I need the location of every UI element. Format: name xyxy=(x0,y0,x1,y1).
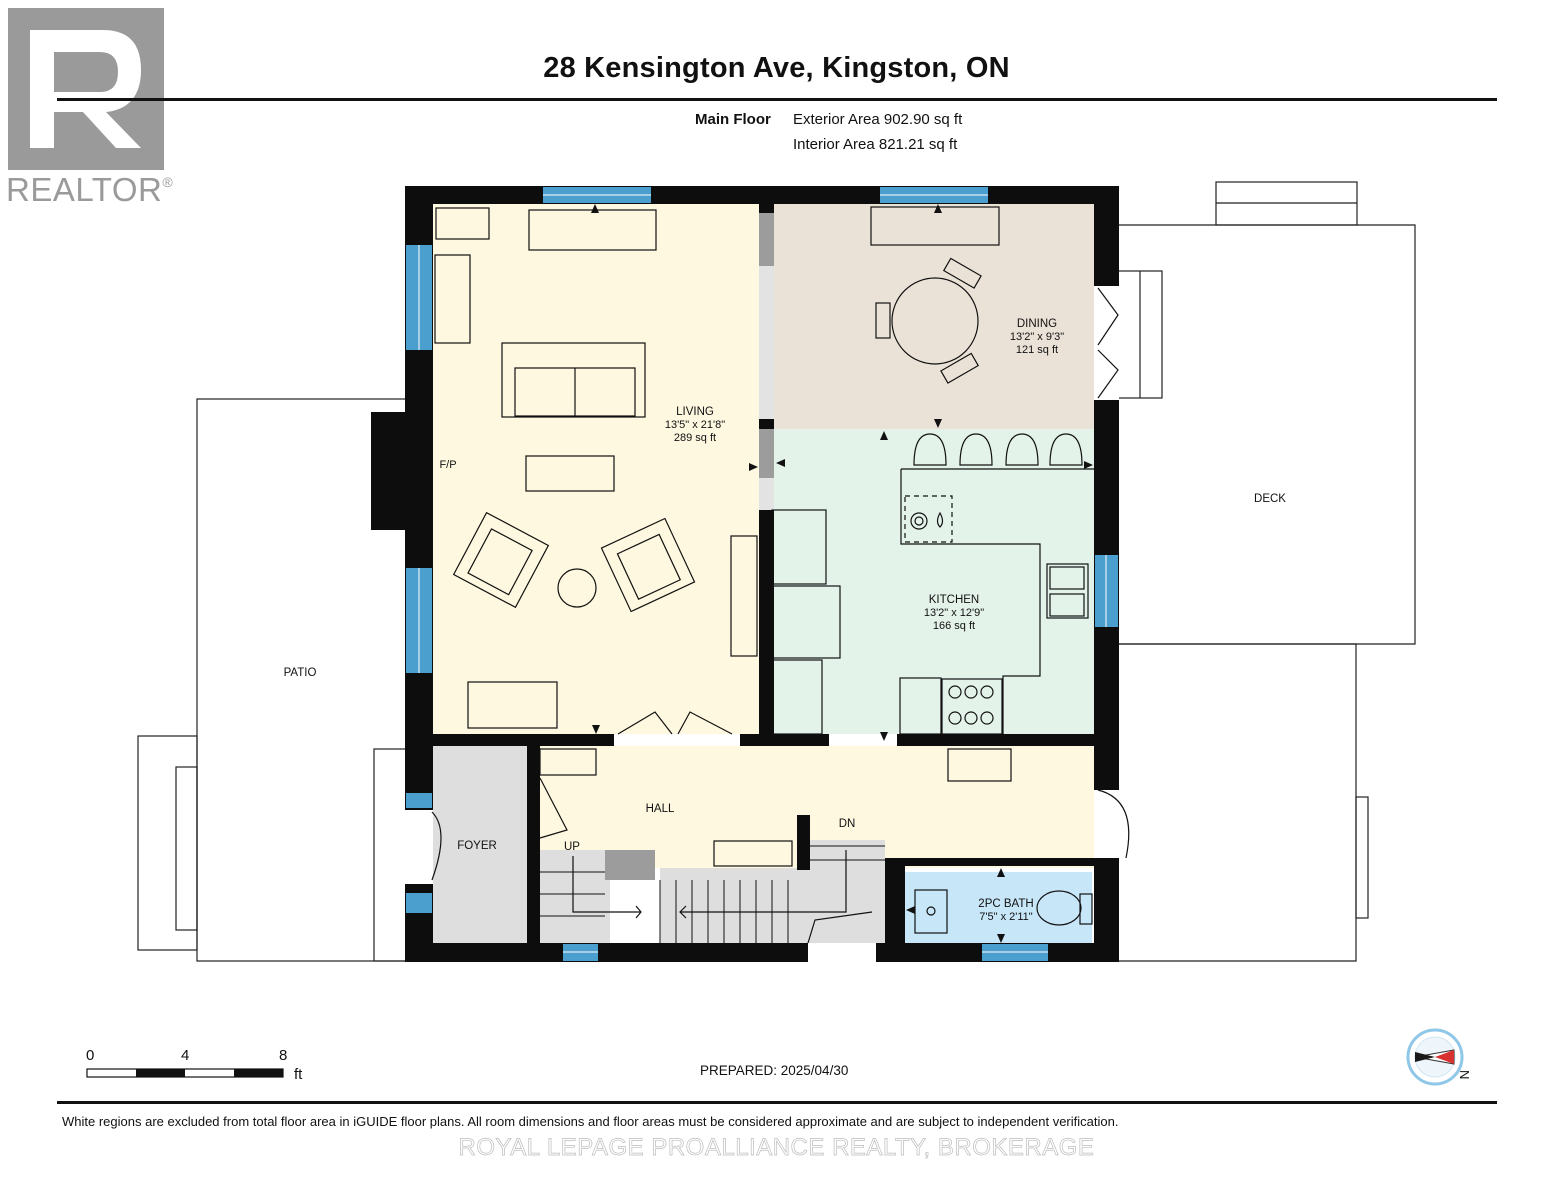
page-title: 28 Kensington Ave, Kingston, ON xyxy=(543,52,1010,84)
bath-name: 2PC BATH xyxy=(978,898,1033,910)
dining-area: 121 sq ft xyxy=(1016,344,1058,356)
floor-plan: LIVING 13'5" x 21'8" 289 sq ft DINING 13… xyxy=(137,181,1416,962)
floor-label: Main Floor xyxy=(695,111,771,128)
dining-name: DINING xyxy=(1017,318,1057,330)
stairs-up-label: UP xyxy=(564,841,580,853)
footer-rule xyxy=(57,1101,1497,1104)
kitchen-area: 166 sq ft xyxy=(933,620,975,632)
kitchen-dims: 13'2" x 12'9" xyxy=(924,607,984,619)
foyer-fill xyxy=(428,746,527,944)
fireplace-label: F/P xyxy=(439,459,456,471)
prepared-date: PREPARED: 2025/04/30 xyxy=(700,1063,849,1078)
kitchen-fill xyxy=(774,429,1096,741)
scale-tick-0: 0 xyxy=(86,1047,95,1064)
realtor-wordmark: REALTOR® xyxy=(6,171,174,208)
header-rule xyxy=(57,98,1497,101)
stairs-down-label: DN xyxy=(839,818,856,830)
exterior-area: Exterior Area 902.90 sq ft xyxy=(793,111,963,128)
stair-up-fill xyxy=(540,850,610,944)
bath-dims: 7'5" x 2'11" xyxy=(979,911,1032,923)
living-fill xyxy=(432,203,759,734)
kitchen-name: KITCHEN xyxy=(929,594,979,606)
deck-name: DECK xyxy=(1254,493,1286,505)
scale-bar xyxy=(86,1068,284,1078)
disclaimer: White regions are excluded from total fl… xyxy=(62,1114,1119,1129)
interior-area: Interior Area 821.21 sq ft xyxy=(793,136,958,153)
scale-unit: ft xyxy=(294,1066,303,1083)
living-name: LIVING xyxy=(676,406,714,418)
stair-landing-fill xyxy=(810,840,885,944)
living-dims: 13'5" x 21'8" xyxy=(665,419,725,431)
dining-fill xyxy=(774,203,1096,429)
hall-name: HALL xyxy=(646,803,675,815)
patio-step xyxy=(137,735,198,951)
scale-tick-8: 8 xyxy=(279,1047,288,1064)
view-markers xyxy=(591,204,1093,943)
deck-step-lower xyxy=(1355,796,1369,919)
compass-icon: N xyxy=(1406,1028,1472,1086)
dining-dims: 13'2" x 9'3" xyxy=(1010,331,1064,343)
deck-lower xyxy=(1118,643,1357,962)
patio-step-inner xyxy=(175,766,198,931)
bath-fill xyxy=(905,872,1092,944)
scale-tick-4: 4 xyxy=(181,1047,190,1064)
patio-name: PATIO xyxy=(284,667,317,679)
brokerage-watermark: ROYAL LEPAGE PROALLIANCE REALTY, BROKERA… xyxy=(458,1134,1095,1162)
compass-north: N xyxy=(1457,1070,1472,1079)
patio-side xyxy=(373,748,408,962)
stair-down-fill xyxy=(660,868,810,944)
realtor-logo xyxy=(8,8,164,170)
living-area: 289 sq ft xyxy=(674,432,716,444)
foyer-name: FOYER xyxy=(457,840,497,852)
